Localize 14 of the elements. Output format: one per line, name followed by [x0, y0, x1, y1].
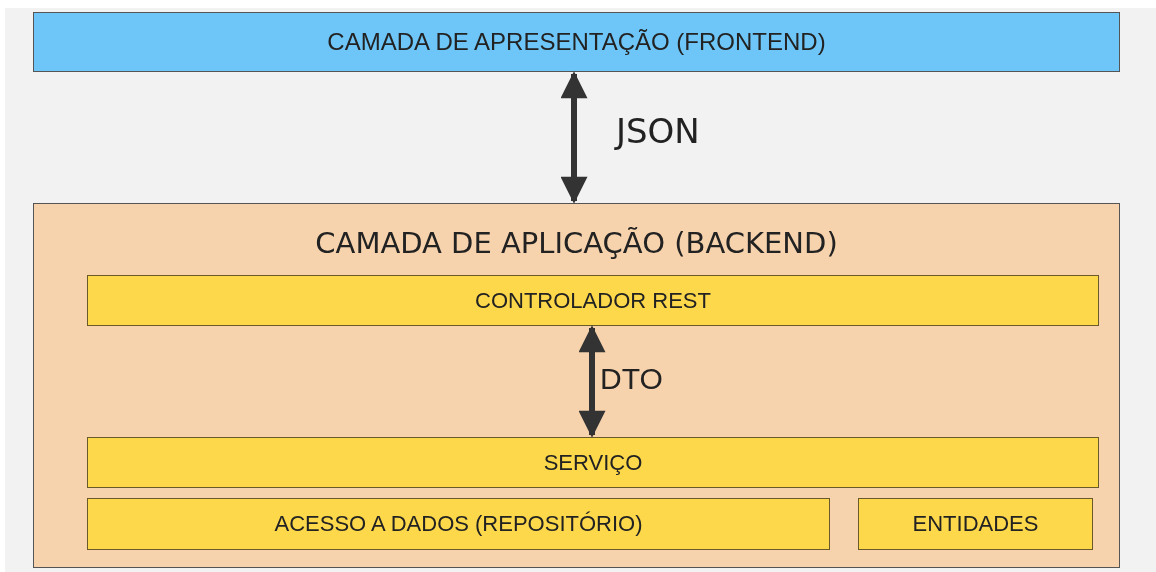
- layer-container: [33, 203, 1120, 568]
- double-arrow: [560, 71, 588, 204]
- component-box: [858, 498, 1093, 550]
- box-label: SERVIÇO: [543, 449, 643, 476]
- box-label: ENTIDADES: [912, 511, 1039, 537]
- layer-heading: CAMADA DE APLICAÇÃO (BACKEND): [315, 226, 838, 260]
- component-box: [87, 437, 1099, 488]
- component-box: [87, 275, 1099, 326]
- double-arrow: [578, 325, 606, 438]
- box-label: CAMADA DE APRESENTAÇÃO (FRONTEND): [327, 28, 826, 56]
- box-label: ACESSO A DADOS (REPOSITÓRIO): [274, 511, 643, 537]
- box-label: CONTROLADOR REST: [475, 287, 711, 314]
- component-box: [87, 498, 830, 550]
- layer-box: [33, 12, 1120, 72]
